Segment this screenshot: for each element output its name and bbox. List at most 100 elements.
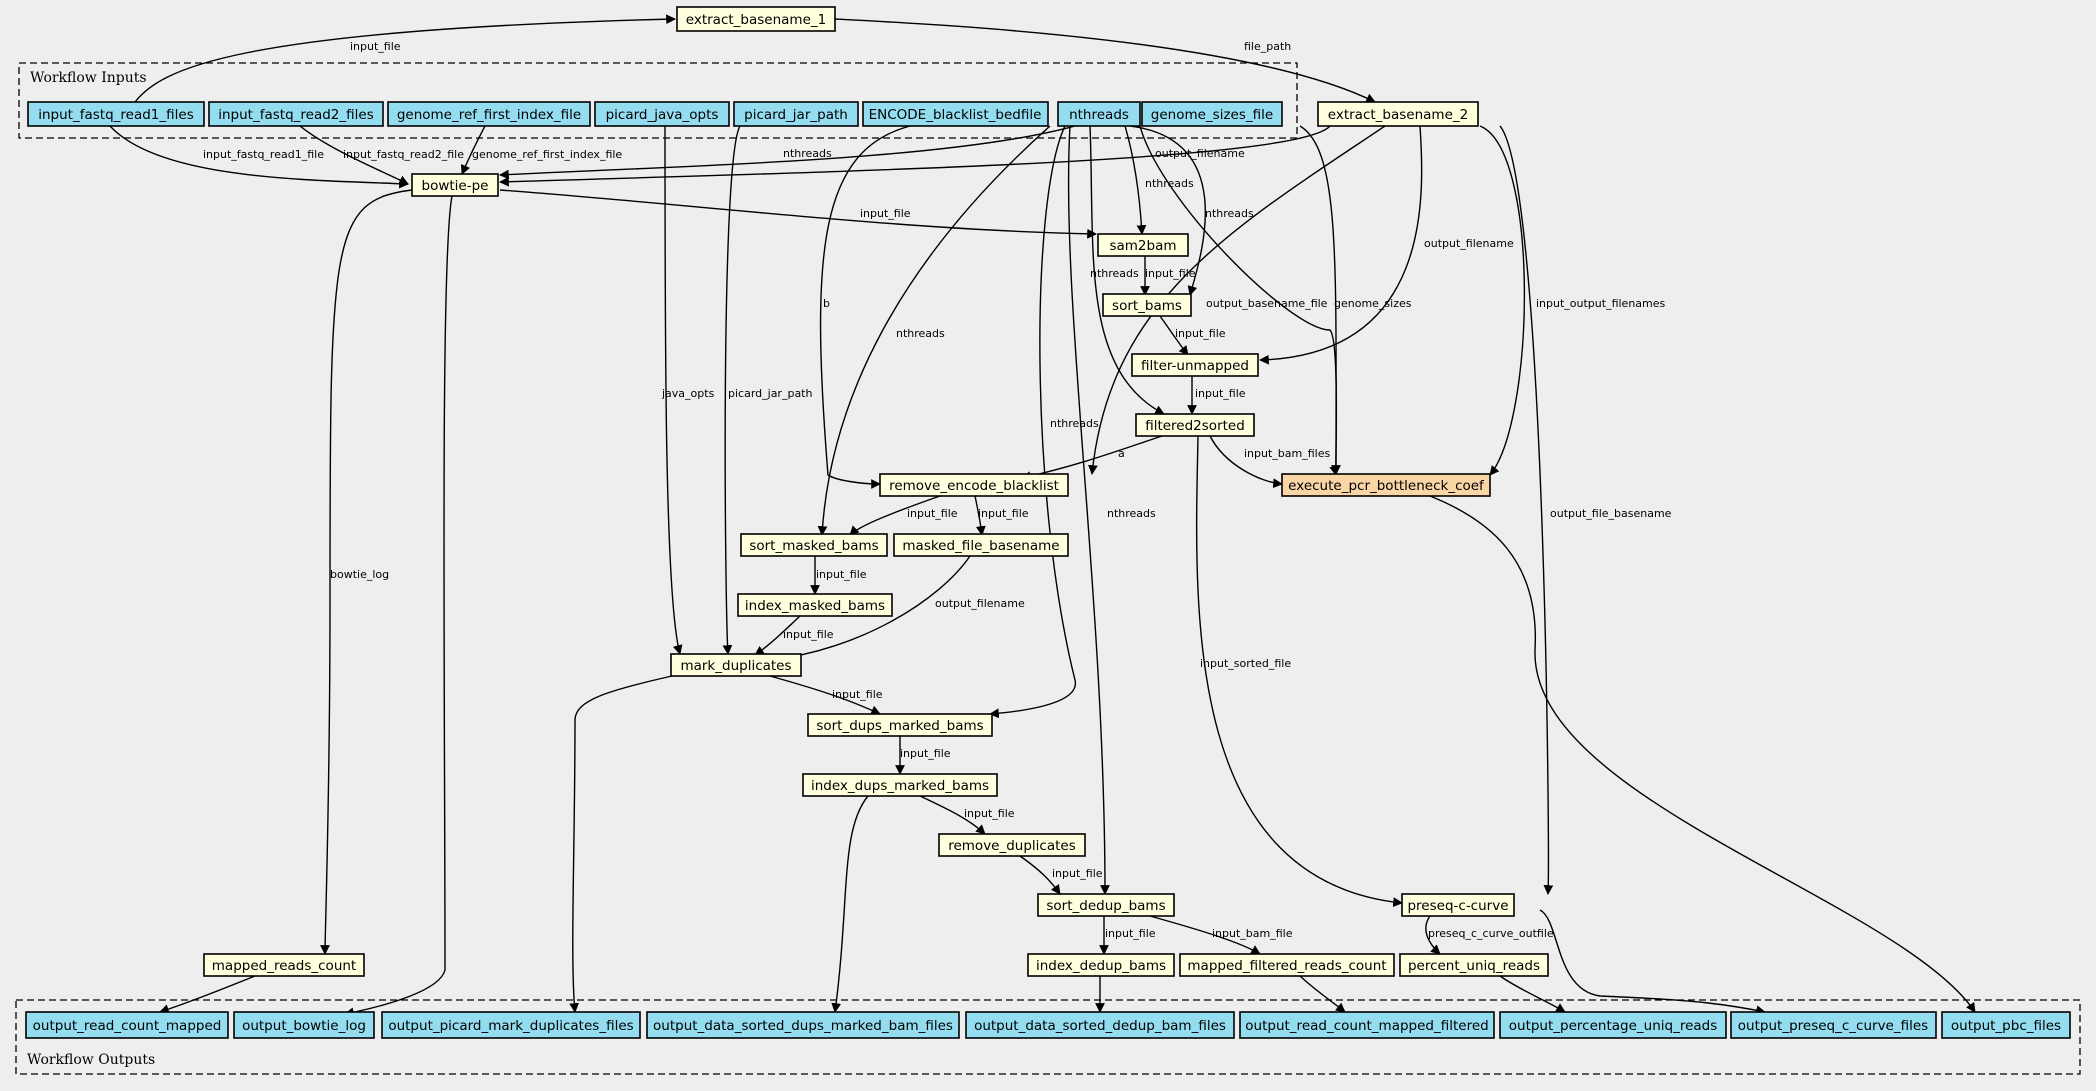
node-percent-uniq-reads[interactable]: percent_uniq_reads: [1399, 953, 1549, 977]
node-preseq-c-curve[interactable]: preseq-c-curve: [1401, 893, 1515, 917]
node-masked-file-basename[interactable]: masked_file_basename: [893, 533, 1069, 557]
node-label: output_bowtie_log: [242, 1018, 366, 1034]
node-label: extract_basename_1: [686, 12, 826, 28]
edge-label: output_filename: [1424, 237, 1514, 250]
node-label: output_preseq_c_curve_files: [1738, 1018, 1928, 1034]
node-output-read-count-mapped[interactable]: output_read_count_mapped: [25, 1011, 229, 1039]
edge-label: input_fastq_read2_file: [343, 148, 464, 161]
node-bowtie-pe[interactable]: bowtie-pe: [411, 173, 499, 197]
edge-label: genome_ref_first_index_file: [472, 148, 622, 161]
edge-label: file_path: [1244, 40, 1291, 53]
node-output-picard-mark-duplicates-files[interactable]: output_picard_mark_duplicates_files: [381, 1011, 641, 1039]
edge-label: java_opts: [661, 387, 715, 400]
edge-label: output_basename_file: [1206, 297, 1328, 310]
node-output-bowtie-log[interactable]: output_bowtie_log: [233, 1011, 375, 1039]
node-index-dups-marked-bams[interactable]: index_dups_marked_bams: [802, 773, 998, 797]
node-label: index_masked_bams: [745, 598, 885, 614]
node-sort-masked-bams[interactable]: sort_masked_bams: [740, 533, 888, 557]
edge-label: picard_jar_path: [728, 387, 812, 400]
node-label: percent_uniq_reads: [1408, 958, 1540, 974]
edge-nthreads-sortbams: [1129, 125, 1206, 296]
node-input-fastq-read2-files[interactable]: input_fastq_read2_files: [208, 101, 384, 127]
node-extract-basename-1[interactable]: extract_basename_1: [676, 6, 836, 32]
node-label: masked_file_basename: [902, 538, 1059, 554]
node-sort-dedup-bams[interactable]: sort_dedup_bams: [1037, 893, 1175, 917]
edge-indexmasked-markdups: [754, 615, 801, 656]
node-mapped-reads-count[interactable]: mapped_reads_count: [203, 953, 365, 977]
edge-label: b: [823, 297, 830, 310]
node-output-percentage-uniq-reads[interactable]: output_percentage_uniq_reads: [1499, 1011, 1727, 1039]
edge-sortbams-filterunmapped: [1159, 315, 1189, 356]
edge-label: input_file: [1052, 867, 1103, 880]
node-index-dedup-bams[interactable]: index_dedup_bams: [1027, 953, 1175, 977]
node-remove-encode-blacklist[interactable]: remove_encode_blacklist: [879, 473, 1069, 497]
edge-blacklist-removeblacklist: [819, 125, 911, 489]
edge-label: input_file: [1105, 927, 1156, 940]
edge-label: input_file: [783, 628, 834, 641]
edge-label: input_file: [964, 807, 1015, 820]
workflow-inputs-title: Workflow Inputs: [30, 70, 147, 86]
node-nthreads[interactable]: nthreads: [1057, 101, 1141, 127]
node-output-preseq-c-curve-files[interactable]: output_preseq_c_curve_files: [1730, 1011, 1937, 1039]
node-label: ENCODE_blacklist_bedfile: [869, 107, 1042, 123]
node-sort-dups-marked-bams[interactable]: sort_dups_marked_bams: [807, 713, 993, 737]
edge-label: input_output_filenames: [1536, 297, 1666, 310]
node-output-read-count-mapped-filtered[interactable]: output_read_count_mapped_filtered: [1239, 1011, 1495, 1039]
node-input-fastq-read1-files[interactable]: input_fastq_read1_files: [27, 101, 205, 127]
node-label: sort_dedup_bams: [1046, 898, 1165, 914]
edge-maskedbasename-markdups: [769, 555, 971, 664]
edge-label: bowtie_log: [330, 568, 389, 581]
edge-indexdupsmarked-removedups: [919, 795, 986, 835]
node-picard-jar-path[interactable]: picard_jar_path: [733, 101, 859, 127]
node-index-masked-bams[interactable]: index_masked_bams: [737, 593, 893, 617]
edge-bowtie-outbowtielog: [344, 195, 453, 1018]
node-label: extract_basename_2: [1328, 107, 1468, 123]
node-mapped-filtered-reads-count[interactable]: mapped_filtered_reads_count: [1179, 953, 1395, 977]
edge-extract2-removeblacklist: [1088, 125, 1386, 475]
edge-extract2-filterunmapped: [1259, 125, 1423, 365]
node-picard-java-opts[interactable]: picard_java_opts: [594, 101, 730, 127]
node-remove-duplicates[interactable]: remove_duplicates: [938, 833, 1086, 857]
node-filter-unmapped[interactable]: filter-unmapped: [1131, 353, 1259, 377]
node-extract-basename-2[interactable]: extract_basename_2: [1317, 101, 1479, 127]
edge-removedups-sortdedup: [1019, 855, 1061, 895]
edge-label: input_file: [907, 507, 958, 520]
node-output-pbc-files[interactable]: output_pbc_files: [1941, 1011, 2071, 1039]
edge-removeblacklist-maskedbasename: [974, 495, 986, 536]
edge-nthreads-sortdedup: [1067, 125, 1110, 895]
node-mark-duplicates[interactable]: mark_duplicates: [670, 653, 802, 677]
workflow-inputs-cluster: Workflow Inputs: [18, 62, 1298, 139]
edge-label: input_file: [1145, 267, 1196, 280]
edge-label: nthreads: [896, 327, 945, 340]
node-sam2bam[interactable]: sam2bam: [1097, 233, 1189, 257]
node-label: genome_sizes_file: [1151, 107, 1273, 123]
nodes: input_fastq_read1_files input_fastq_read…: [25, 6, 2071, 1039]
edge-labels: input_file file_path input_fastq_read1_f…: [203, 40, 1672, 940]
node-label: picard_jar_path: [744, 107, 848, 123]
node-label: index_dups_marked_bams: [811, 778, 989, 794]
node-sort-bams[interactable]: sort_bams: [1102, 293, 1192, 317]
node-label: mapped_filtered_reads_count: [1187, 958, 1386, 974]
node-label: sort_masked_bams: [749, 538, 878, 554]
edge-label: input_file: [1195, 387, 1246, 400]
node-genome-ref-first-index-file[interactable]: genome_ref_first_index_file: [387, 101, 591, 127]
node-filtered2sorted[interactable]: filtered2sorted: [1135, 413, 1255, 437]
node-label: picard_java_opts: [606, 107, 719, 123]
edge-label: output_file_basename: [1550, 507, 1672, 520]
node-output-data-sorted-dups-marked-bam-files[interactable]: output_data_sorted_dups_marked_bam_files: [646, 1011, 960, 1039]
edge-extract1-extract2: [834, 18, 1376, 103]
node-encode-blacklist-bedfile[interactable]: ENCODE_blacklist_bedfile: [862, 101, 1049, 127]
node-label: sort_dups_marked_bams: [816, 718, 983, 734]
edge-label: nthreads: [1050, 417, 1099, 430]
edge-preseq-percentuniq: [1425, 915, 1441, 955]
edge-pcr-outpbc: [1429, 495, 1976, 1013]
edges: [109, 14, 1976, 1018]
edge-label: input_file: [860, 207, 911, 220]
edge-nthreads-bowtie: [499, 125, 1076, 180]
node-label: filtered2sorted: [1145, 418, 1245, 434]
node-output-data-sorted-dedup-bam-files[interactable]: output_data_sorted_dedup_bam_files: [965, 1011, 1235, 1039]
edge-extract2-pcr: [1479, 125, 1526, 476]
node-genome-sizes-file[interactable]: genome_sizes_file: [1141, 101, 1283, 127]
node-execute-pcr-bottleneck-coef[interactable]: execute_pcr_bottleneck_coef: [1281, 473, 1491, 497]
edge-label: preseq_c_curve_outfile: [1428, 927, 1554, 940]
